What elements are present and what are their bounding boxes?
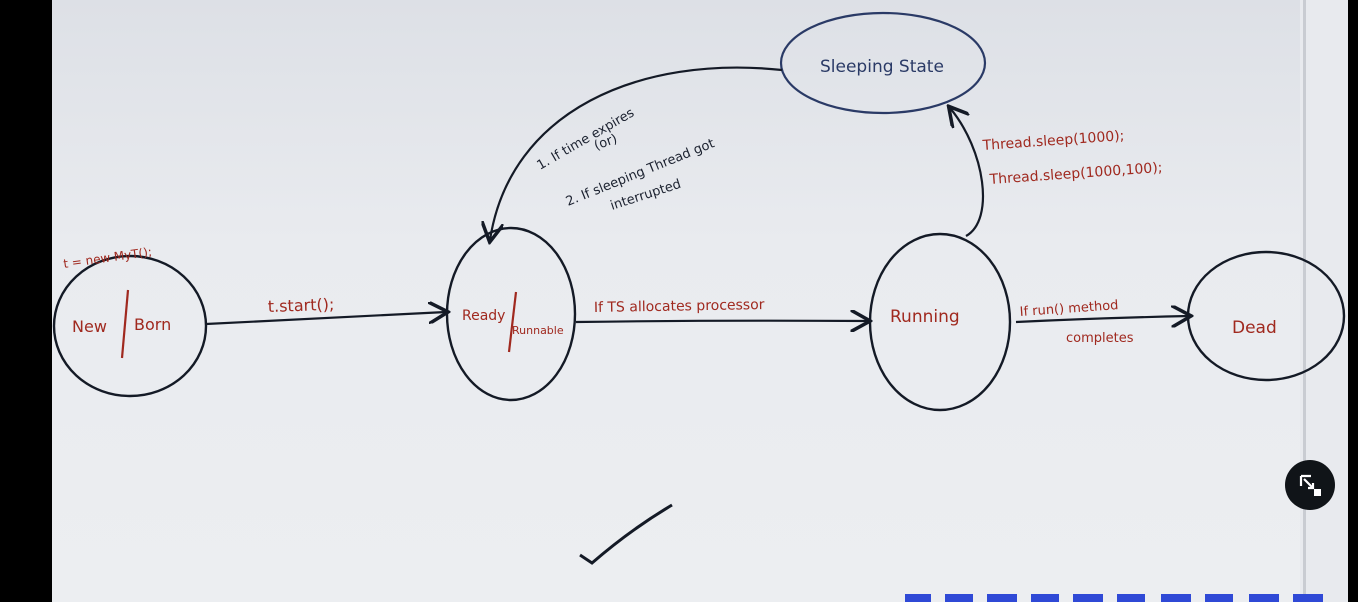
state-dead-circle [1186, 250, 1346, 382]
state-running-label: Running [890, 307, 960, 327]
run-complete-label-2: completes [1066, 331, 1134, 346]
arrow-sleeping-to-ready [490, 66, 783, 240]
state-new-born-circle [52, 254, 208, 398]
sleep-call-label-2: Thread.sleep(1000,100); [988, 160, 1163, 188]
allocate-processor-label: If TS allocates processor [594, 297, 765, 316]
start-call-label: t.start(); [267, 295, 334, 316]
arrow-running-to-sleeping [950, 108, 985, 237]
wake-condition-label-1: 1. If time expires [535, 105, 638, 173]
state-sleeping-label: Sleeping State [820, 57, 944, 77]
new-born-divider [120, 289, 130, 359]
whiteboard [52, 0, 1304, 602]
arrow-newborn-to-ready [205, 312, 446, 326]
ready-divider [507, 291, 518, 353]
arrow-running-to-dead [1015, 316, 1189, 322]
state-ready-label: Ready [462, 308, 505, 324]
state-dead-label: Dead [1232, 318, 1277, 338]
run-complete-label-1: If run() method [1019, 298, 1119, 320]
state-born-label: Born [134, 315, 171, 334]
sleep-call-label-1: Thread.sleep(1000); [981, 128, 1125, 154]
state-runnable-label: Runnable [512, 324, 564, 337]
channel-watermark [905, 594, 1323, 602]
state-sleeping-ellipse [779, 11, 987, 115]
check-mark-doodle [579, 503, 673, 565]
exit-fullscreen-icon [1299, 474, 1321, 496]
exit-fullscreen-button[interactable] [1285, 460, 1335, 510]
whiteboard-rail [1303, 0, 1306, 602]
arrow-ready-to-running [575, 321, 868, 322]
state-new-label: New [72, 317, 107, 336]
create-thread-label: t = new MyT(); [62, 245, 152, 271]
